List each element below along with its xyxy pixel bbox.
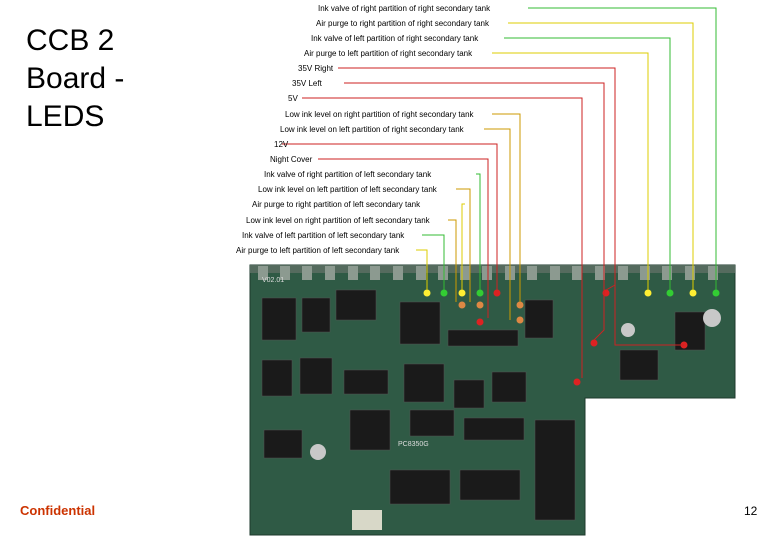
label-3: Air purge to left partition of right sec… [304,49,473,58]
label-16: Air purge to left partition of left seco… [236,246,400,255]
svg-text:V02.01: V02.01 [262,277,284,284]
circuit-board-image: V02.01 PC8350G [249,264,736,536]
label-8: Low ink level on left partition of right… [280,125,465,134]
label-5: 35V Left [292,79,323,88]
label-2: Ink valve of left partition of right sec… [311,34,479,43]
svg-text:PC8350G: PC8350G [398,441,429,448]
label-9: 12V [274,140,289,149]
label-15: Ink valve of left partition of left seco… [242,231,405,240]
led-markers [423,289,720,386]
leader-lines [282,7,717,378]
confidential-label: Confidential [20,503,96,518]
label-11: Ink valve of right partition of left sec… [264,170,432,179]
label-14: Low ink level on right partition of left… [246,216,431,225]
label-10: Night Cover [270,155,313,164]
label-13: Air purge to right partition of left sec… [252,200,421,209]
label-12: Low ink level on left partition of left … [258,185,438,194]
label-1: Air purge to right partition of right se… [316,19,490,28]
led-labels: Ink valve of right partition of right se… [236,4,491,255]
slide-title: CCB 2 Board - LEDS [26,22,166,136]
label-4: 35V Right [298,64,334,73]
title-line-3: LEDS [26,100,105,133]
label-0: Ink valve of right partition of right se… [318,4,491,13]
title-line-1: CCB 2 [26,24,115,57]
page-number: 12 [744,504,758,518]
label-7: Low ink level on right partition of righ… [285,110,475,119]
label-6: 5V [288,94,298,103]
title-line-2: Board - [26,62,125,95]
